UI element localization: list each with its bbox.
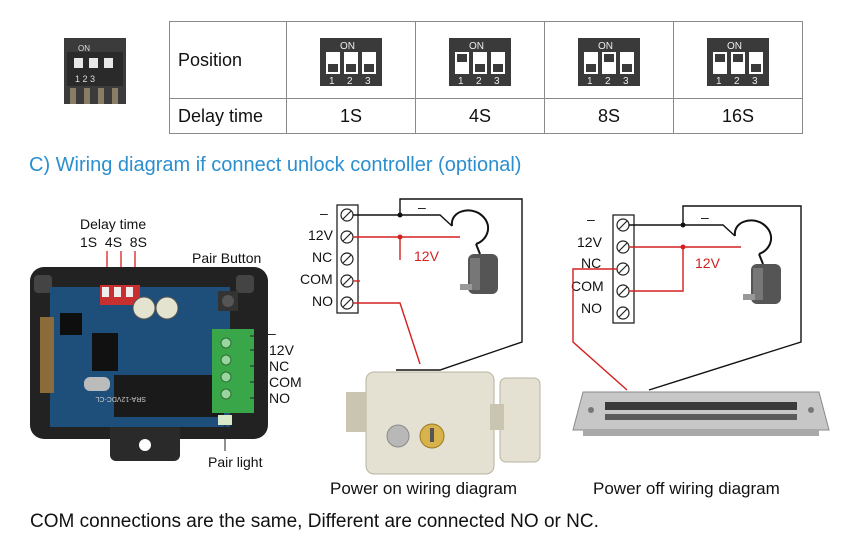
dip-switch-knob xyxy=(622,63,632,72)
delay-value-2: 4S xyxy=(415,98,545,134)
off-terminal-com: COM xyxy=(571,278,604,294)
board-terminal-minus: – xyxy=(268,325,276,341)
dip-number: 1 xyxy=(716,76,722,86)
off-12v-wire-label: 12V xyxy=(695,255,721,271)
dip-switch-knob xyxy=(328,63,338,72)
dip-number: 2 xyxy=(476,76,482,86)
board-terminal-com: COM xyxy=(269,374,302,390)
board-terminal-nc: NC xyxy=(269,358,289,374)
dip-number: 1 xyxy=(458,76,464,86)
on-terminal-minus: – xyxy=(320,205,328,221)
dip-switch-knob xyxy=(346,63,356,72)
delay-value-3: 8S xyxy=(544,98,674,134)
board-terminal-no: NO xyxy=(269,390,290,406)
power-off-caption: Power off wiring diagram xyxy=(593,479,780,498)
dip-switch-knob xyxy=(586,63,596,72)
dip-number: 3 xyxy=(494,76,500,86)
delay-time-table: Position ON 1 2 3 ON 1 2 3 ON 1 2 3 ON 1 2 3 Delay t… xyxy=(169,21,803,134)
delay-time-label: Delay time xyxy=(80,216,146,232)
delay-value-4: 16S xyxy=(673,98,803,134)
photo-dip-on-label: ON xyxy=(78,44,90,53)
dip-cell-3: ON 1 2 3 xyxy=(544,21,674,99)
position-header: Position xyxy=(169,21,287,99)
photo-dip-numbers: 1 2 3 xyxy=(75,74,95,84)
dip-cell-2: ON 1 2 3 xyxy=(415,21,545,99)
dip-number: 3 xyxy=(752,76,758,86)
on-terminal-12v: 12V xyxy=(308,227,334,243)
dip-switch-photo: ON 1 2 3 xyxy=(64,38,126,104)
power-off-diagram: – 12V NC COM NO – 12V Power off wiring d… xyxy=(571,205,830,498)
relay-text: SRA-12VDC-CL xyxy=(95,395,146,402)
dip-on-label: ON xyxy=(340,41,355,52)
delay-time-header: Delay time xyxy=(169,98,287,134)
board-terminal-12v: 12V xyxy=(269,342,295,358)
power-on-caption: Power on wiring diagram xyxy=(330,479,517,498)
dip-number: 2 xyxy=(734,76,740,86)
footer-note: COM connections are the same, Different … xyxy=(30,511,599,532)
dip-switch-knob xyxy=(604,53,614,62)
dip-number: 1 xyxy=(587,76,593,86)
dip-switch-knob xyxy=(751,63,761,72)
dip-on-label: ON xyxy=(469,41,484,52)
power-on-diagram: – 12V NC COM NO – 12V Power on wiring di… xyxy=(300,198,541,498)
delay-values-label: 1S 4S 8S xyxy=(80,234,147,250)
pair-button-label: Pair Button xyxy=(192,250,261,266)
off-terminal-minus: – xyxy=(587,211,595,227)
on-12v-wire-label: 12V xyxy=(414,248,440,264)
dip-switch-knob xyxy=(475,63,485,72)
off-terminal-no: NO xyxy=(581,300,602,316)
delay-value-1: 1S xyxy=(286,98,416,134)
dip-number: 1 xyxy=(329,76,335,86)
on-terminal-com: COM xyxy=(300,271,333,287)
off-minus-wire-label: – xyxy=(701,209,709,225)
off-terminal-12v: 12V xyxy=(577,234,603,250)
on-terminal-nc: NC xyxy=(312,249,332,265)
on-minus-wire-label: – xyxy=(418,199,426,215)
dip-switch-knob xyxy=(715,53,725,62)
dip-switch-knob xyxy=(364,63,374,72)
off-terminal-nc: NC xyxy=(581,255,601,271)
dip-switch-knob xyxy=(493,63,503,72)
dip-number: 2 xyxy=(605,76,611,86)
dip-on-label: ON xyxy=(727,41,742,52)
dip-switch-knob xyxy=(457,53,467,62)
dip-cell-1: ON 1 2 3 xyxy=(286,21,416,99)
dip-number: 3 xyxy=(365,76,371,86)
dip-switch-knob xyxy=(733,53,743,62)
dip-number: 2 xyxy=(347,76,353,86)
pair-light-label: Pair light xyxy=(208,454,263,470)
dip-number: 3 xyxy=(623,76,629,86)
controller-board: Delay time 1S 4S 8S Pair Button SRA-12VD… xyxy=(30,216,302,470)
on-terminal-no: NO xyxy=(312,293,333,309)
dip-on-label: ON xyxy=(598,41,613,52)
dip-cell-4: ON 1 2 3 xyxy=(673,21,803,99)
wiring-heading: C) Wiring diagram if connect unlock cont… xyxy=(29,154,522,176)
